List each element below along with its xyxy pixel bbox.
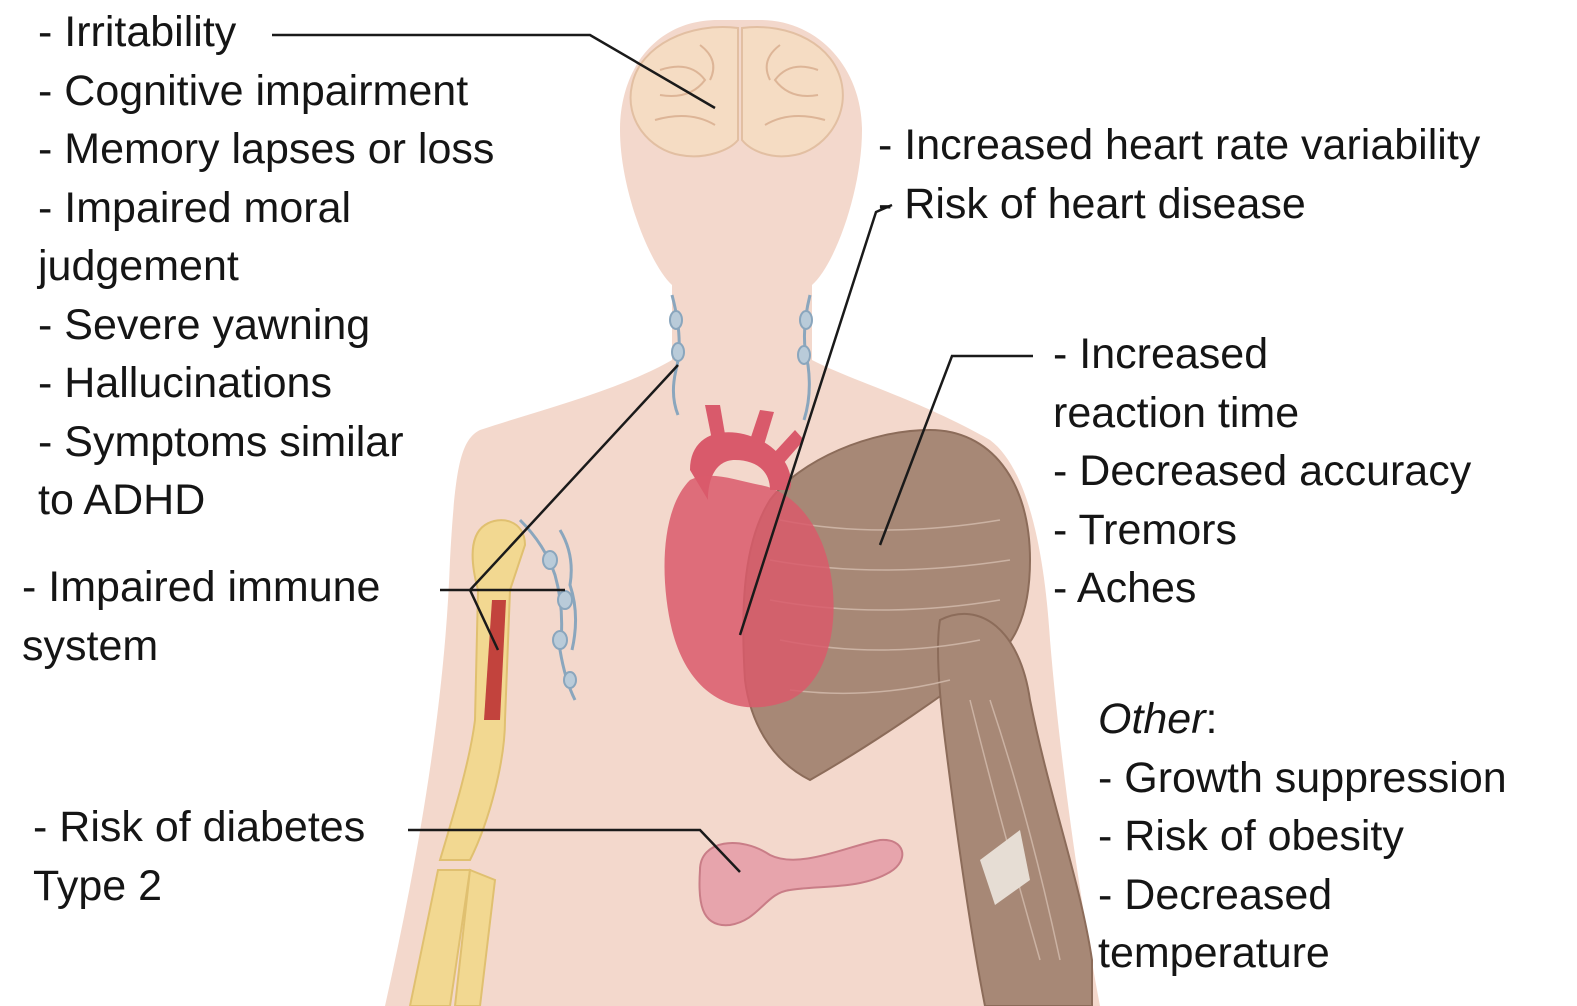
muscle-effects-label: - Increased reaction time - Decreased ac… — [1053, 325, 1471, 618]
other-effect-line: - Growth suppression — [1098, 749, 1507, 808]
brain-effects-label: - Irritability - Cognitive impairment - … — [38, 3, 494, 530]
brain-effect-line: to ADHD — [38, 471, 494, 530]
brain-left-hemisphere — [631, 27, 738, 156]
other-effect-line: temperature — [1098, 924, 1507, 983]
brain-effect-line: - Hallucinations — [38, 354, 494, 413]
muscle-effect-line: - Aches — [1053, 559, 1471, 618]
lymph-node — [672, 343, 684, 361]
immune-effects-label: - Impaired immune system — [22, 558, 380, 675]
lymph-node — [564, 672, 576, 688]
brain-effect-line: - Memory lapses or loss — [38, 120, 494, 179]
other-effects-label: Other: - Growth suppression - Risk of ob… — [1098, 690, 1507, 983]
immune-effect-line: - Impaired immune — [22, 558, 380, 617]
other-effect-line: - Decreased — [1098, 866, 1507, 925]
heart-effect-line: - Increased heart rate variability — [878, 116, 1480, 175]
muscle-effect-line: - Decreased accuracy — [1053, 442, 1471, 501]
lymph-node — [800, 311, 812, 329]
lymph-node — [543, 551, 557, 569]
other-heading-text: Other — [1098, 695, 1206, 743]
other-heading-colon: : — [1206, 695, 1218, 743]
immune-effect-line: system — [22, 617, 380, 676]
muscle-effect-line: reaction time — [1053, 384, 1471, 443]
brain-effect-line: - Irritability — [38, 3, 494, 62]
other-heading: Other: — [1098, 690, 1507, 749]
diabetes-effect-line: Type 2 — [33, 857, 365, 916]
muscle-effect-line: - Tremors — [1053, 501, 1471, 560]
muscle-effect-line: - Increased — [1053, 325, 1471, 384]
brain-effect-line: - Cognitive impairment — [38, 62, 494, 121]
lymph-node — [798, 346, 810, 364]
lymph-node — [670, 311, 682, 329]
brain-effect-line: - Severe yawning — [38, 296, 494, 355]
diabetes-effect-line: - Risk of diabetes — [33, 798, 365, 857]
brain-effect-line: judgement — [38, 237, 494, 296]
brain — [631, 27, 843, 156]
brain-effect-line: - Impaired moral — [38, 179, 494, 238]
lymph-node — [553, 631, 567, 649]
lymph-node — [558, 591, 572, 609]
other-effect-line: - Risk of obesity — [1098, 807, 1507, 866]
brain-effect-line: - Symptoms similar — [38, 413, 494, 472]
heart-effects-label: - Increased heart rate variability - Ris… — [878, 116, 1480, 233]
heart-effect-line: - Risk of heart disease — [878, 175, 1480, 234]
diabetes-effects-label: - Risk of diabetes Type 2 — [33, 798, 365, 915]
